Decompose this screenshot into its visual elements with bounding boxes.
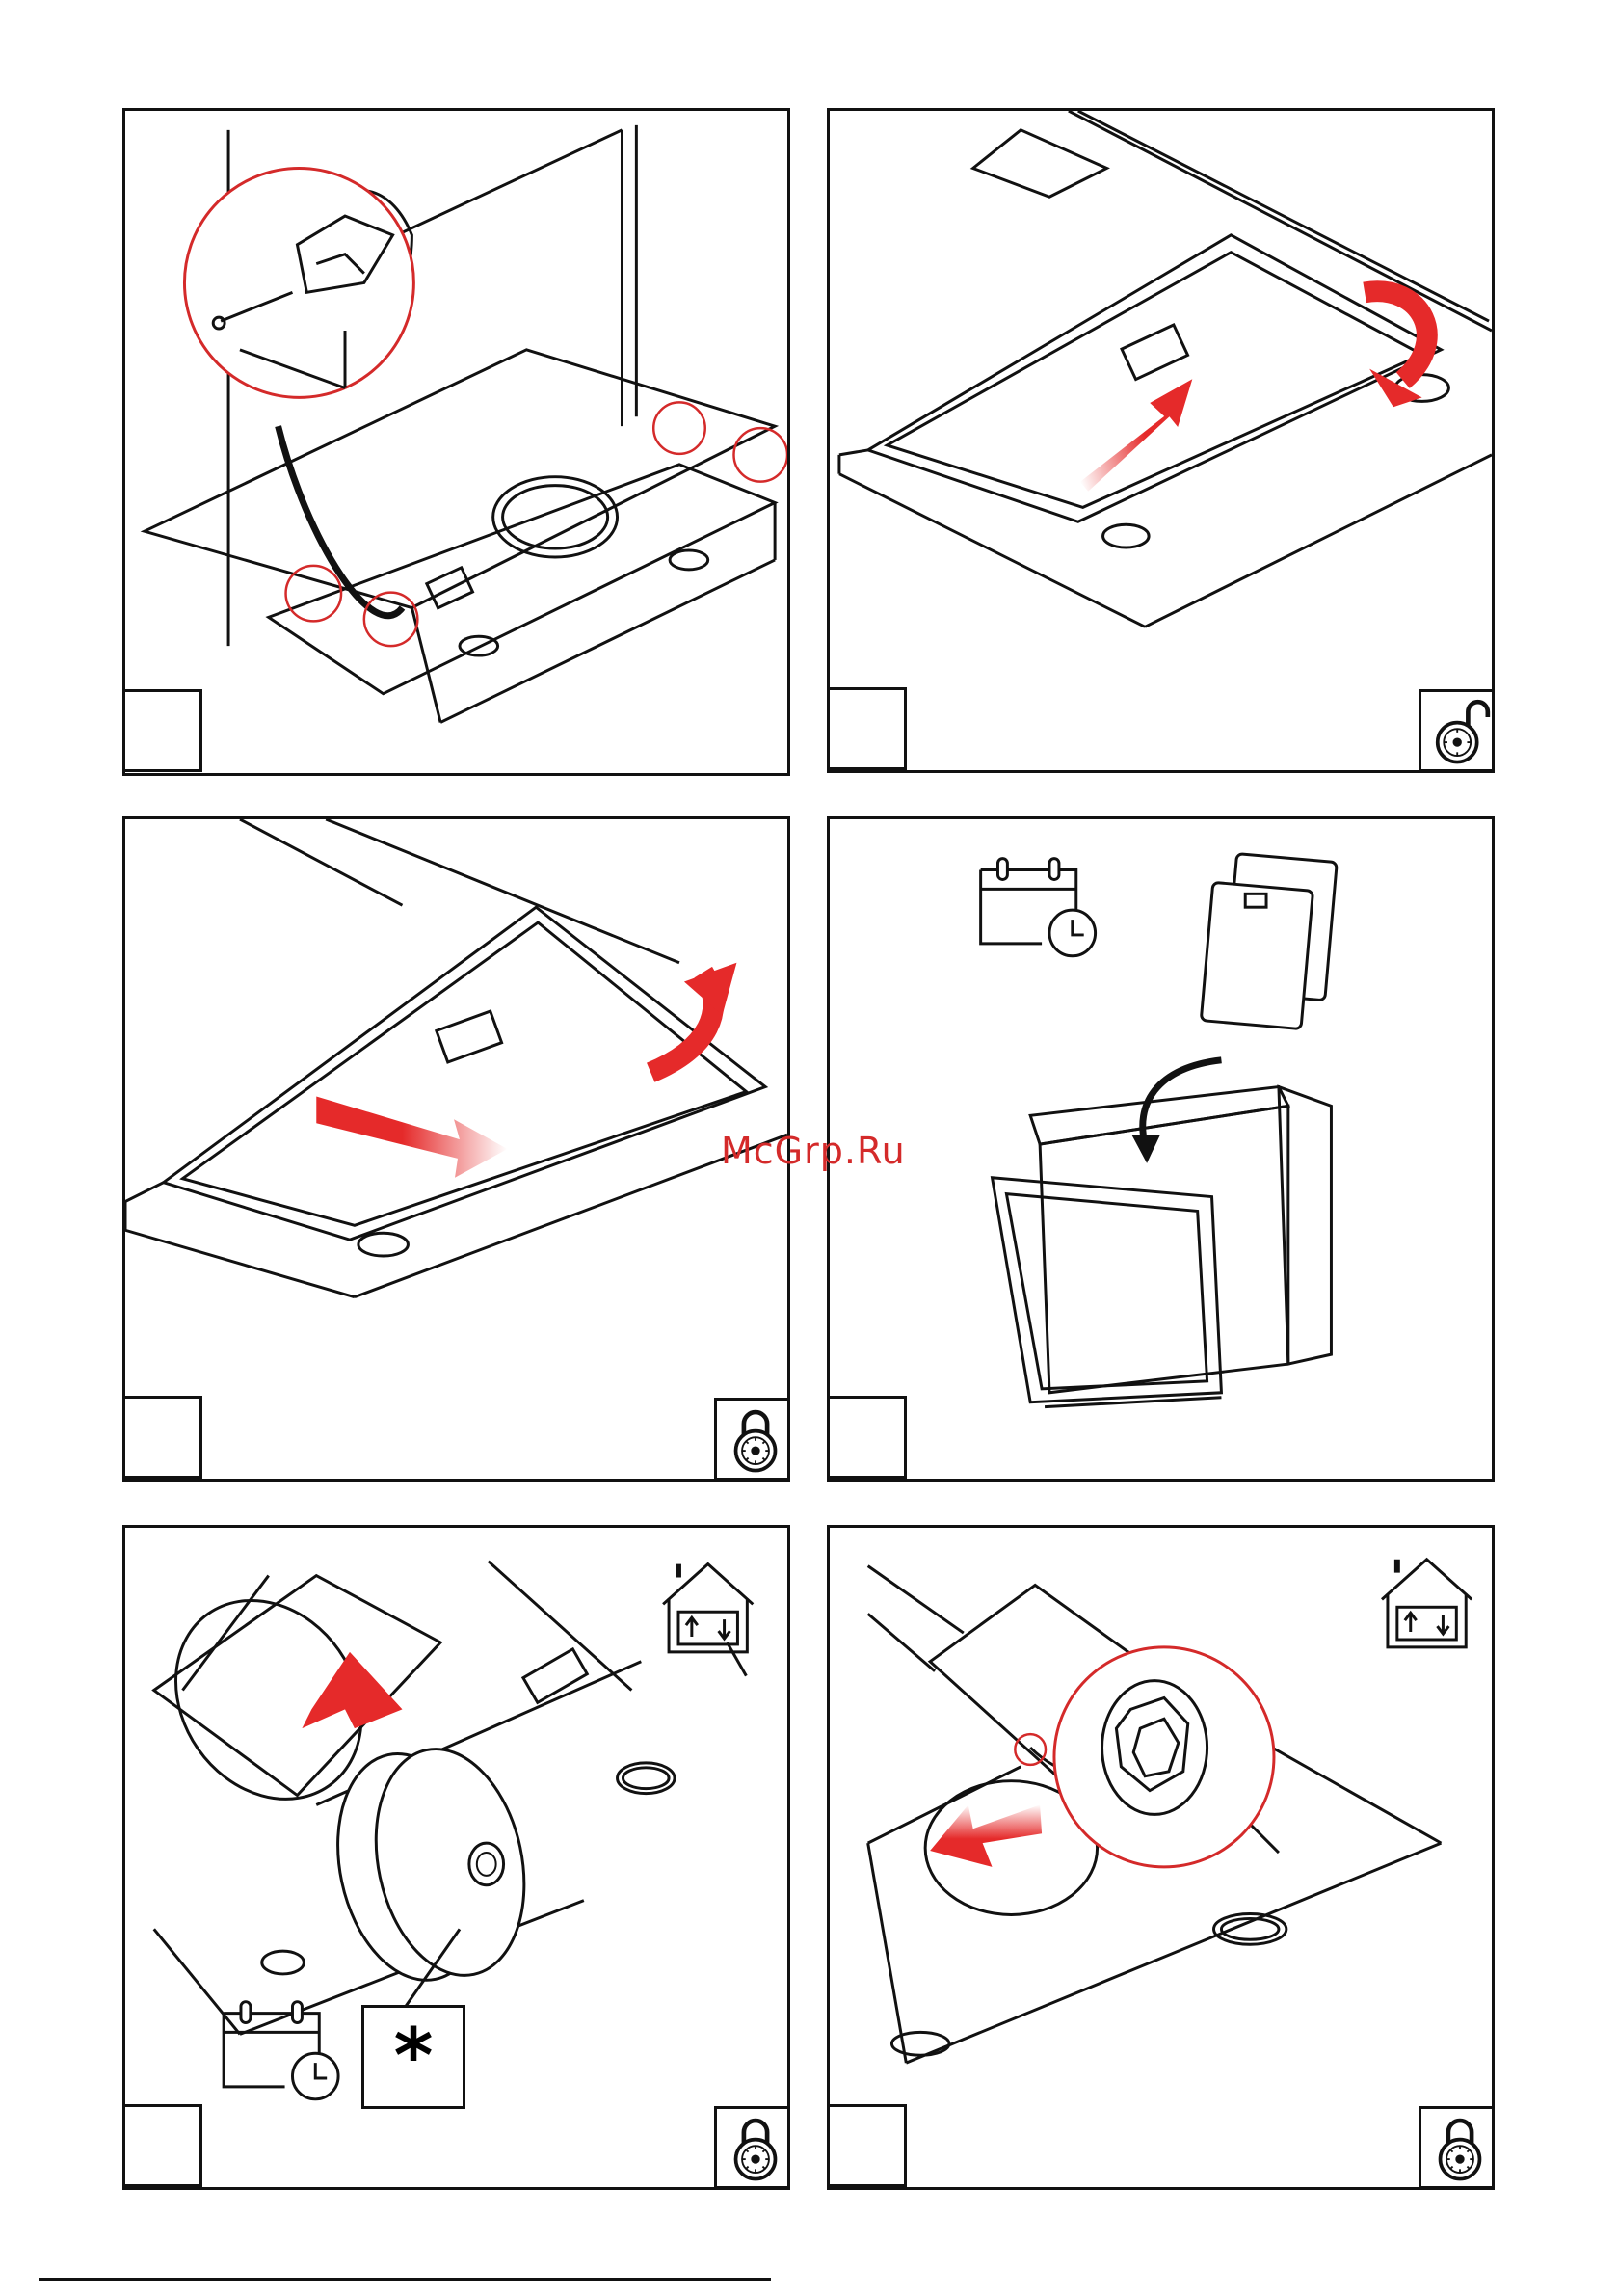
padlock-locked-icon: [714, 1398, 790, 1481]
footer-rule: [39, 2278, 771, 2281]
calendar-clock-icon: [224, 2002, 338, 2099]
motor-connector-illustration: [830, 1528, 1492, 2187]
padlock-locked-icon: [1419, 2106, 1495, 2189]
dishwasher-filter-illustration: [830, 819, 1492, 1479]
calendar-clock-icon: [981, 859, 1096, 956]
step-number-box: [827, 687, 907, 770]
step-number-box: [827, 2104, 907, 2187]
panel-4: [827, 816, 1495, 1482]
padlock-unlocked-icon: [1419, 689, 1495, 772]
callout-star-box: *: [361, 2005, 465, 2109]
panel-6: [827, 1525, 1495, 2190]
step-number-box: [122, 689, 202, 772]
hood-screw-illustration: [125, 111, 787, 773]
house-recirculation-icon: [663, 1564, 753, 1652]
panel-2: [827, 108, 1495, 773]
panel-1: [122, 108, 790, 776]
house-recirculation-icon: [1382, 1560, 1472, 1647]
watermark-text: McGrp.Ru: [721, 1130, 906, 1172]
filter-slide-out-illustration: [830, 111, 1492, 770]
step-number-box: [122, 2104, 202, 2187]
panel-5: *: [122, 1525, 790, 2190]
panel-3: [122, 816, 790, 1482]
filter-slide-in-illustration: [125, 819, 787, 1479]
padlock-locked-icon: [714, 2106, 790, 2189]
step-number-box: [827, 1396, 907, 1479]
step-number-box: [122, 1396, 202, 1479]
